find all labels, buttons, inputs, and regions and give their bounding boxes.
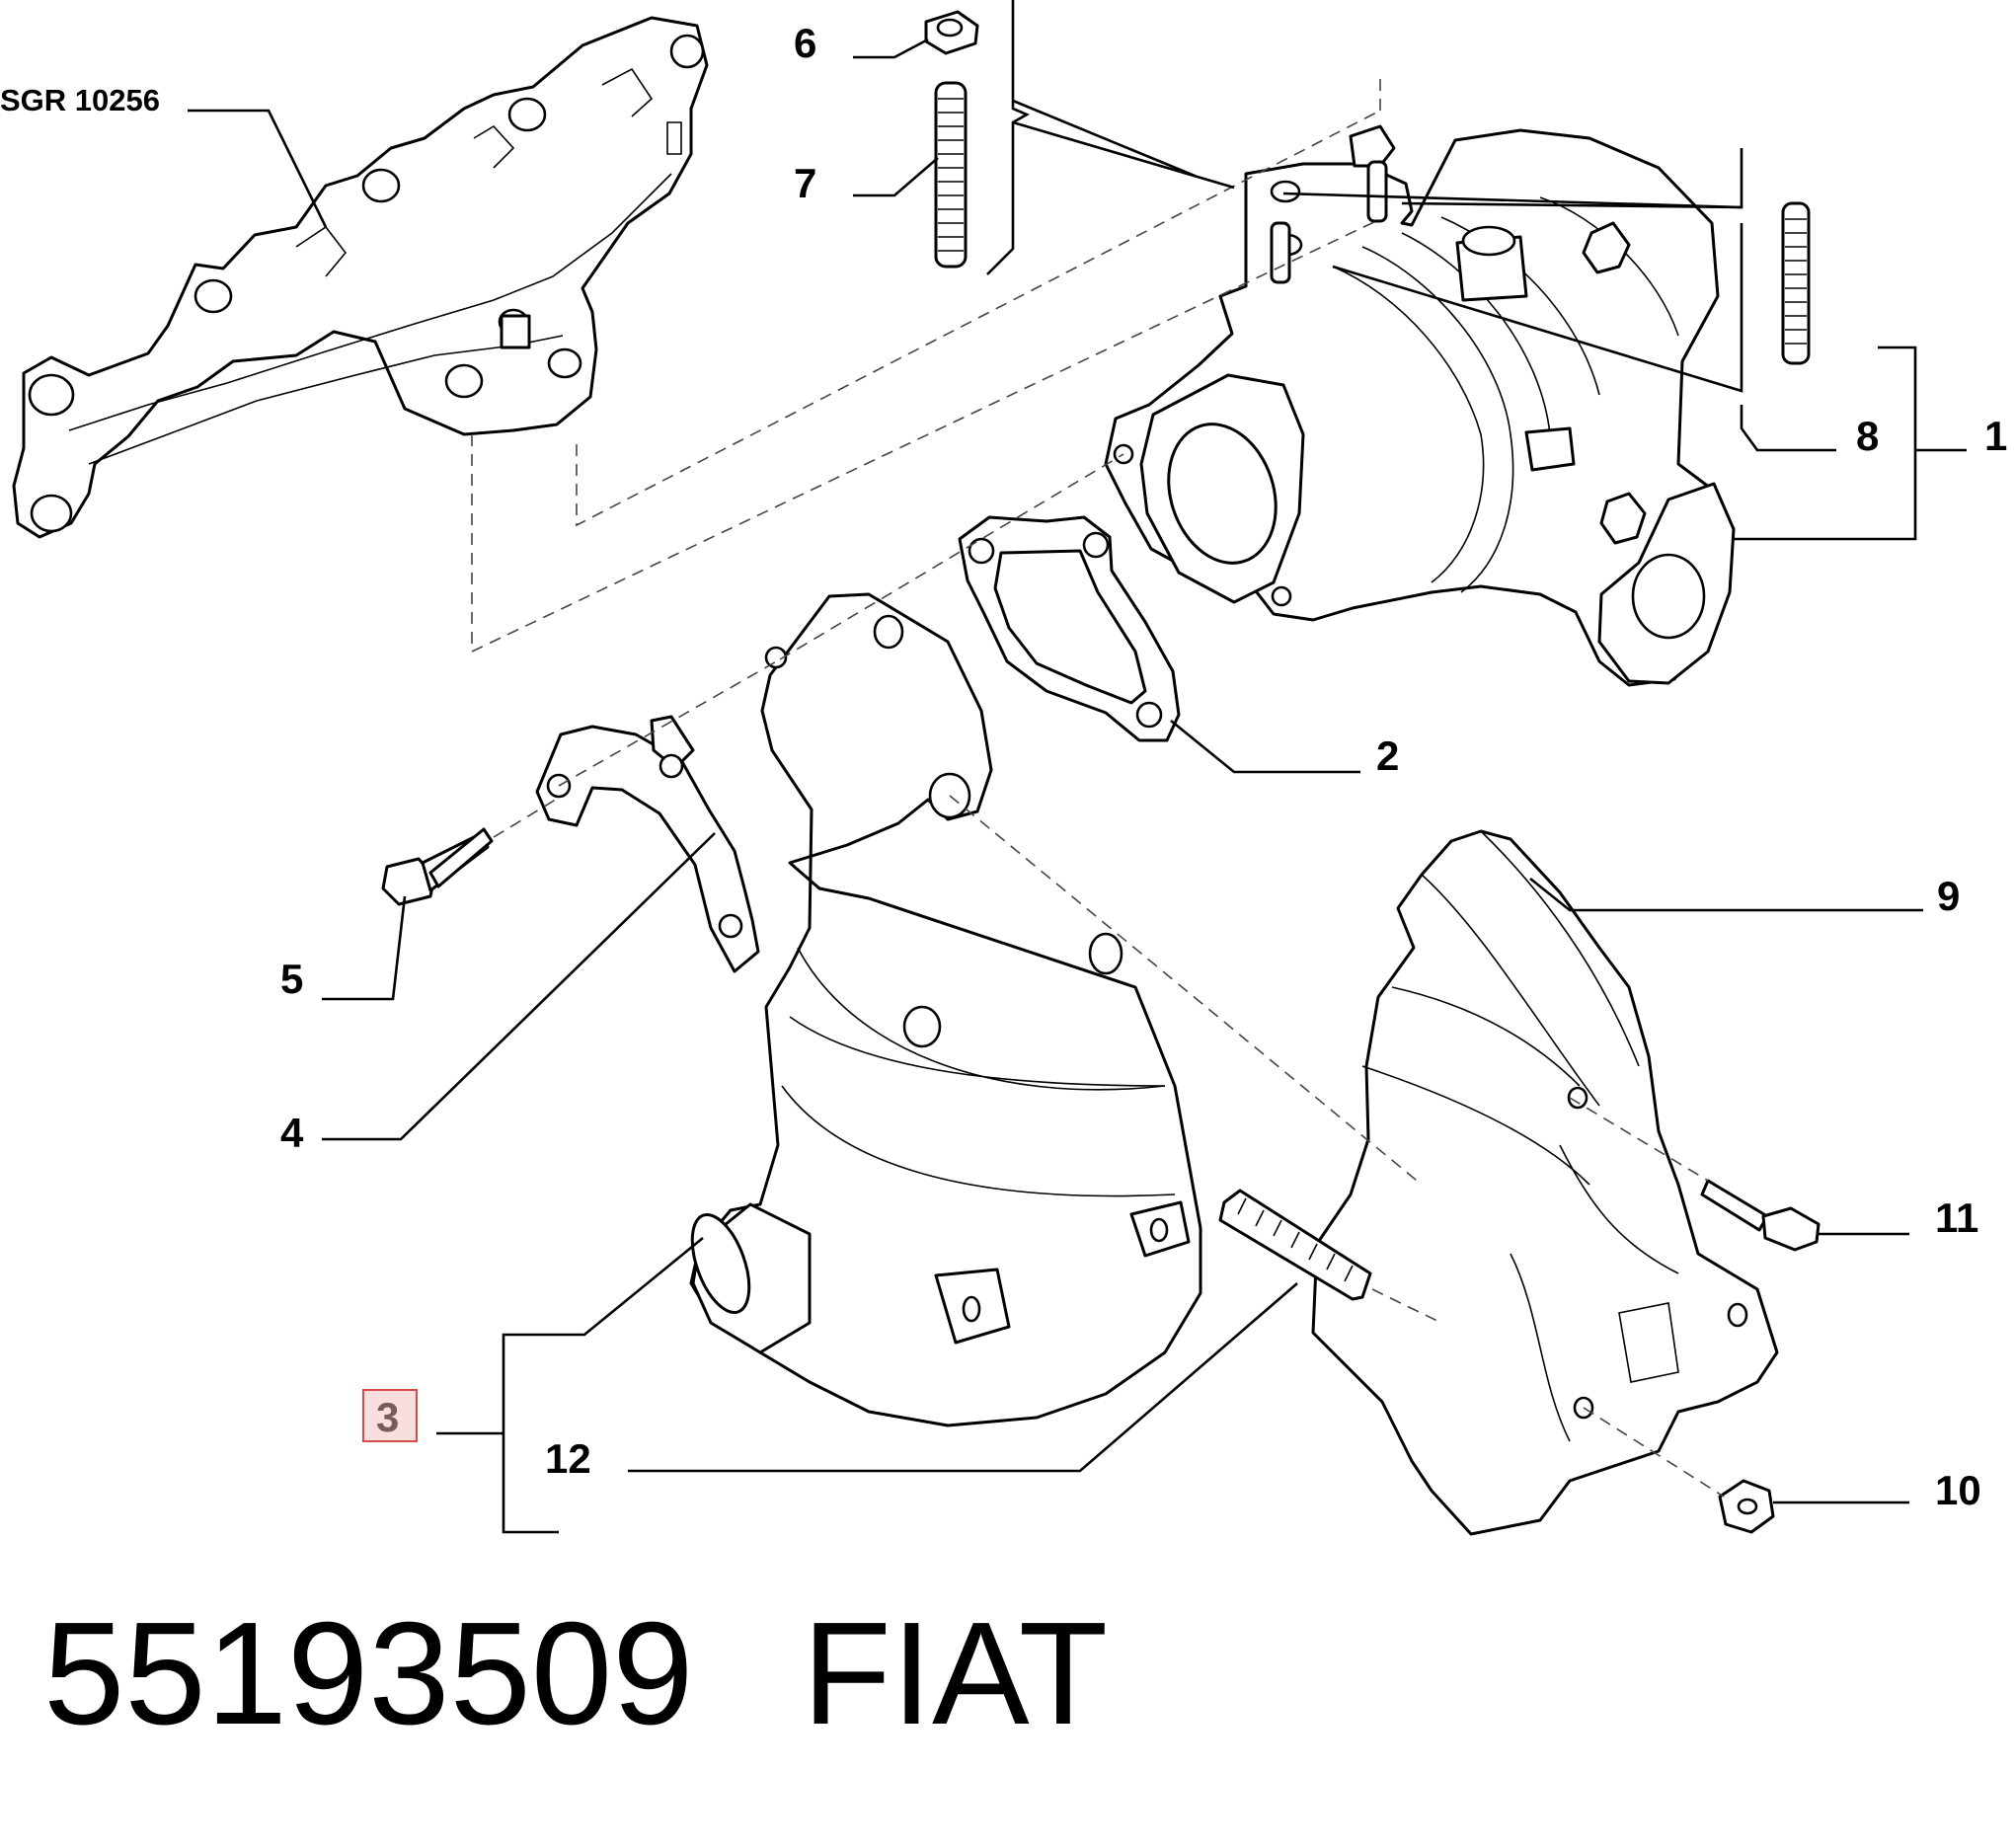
callout-1: 1 (1984, 413, 2007, 459)
catalytic-converter-drawing (689, 592, 1202, 1427)
brand-name: FIAT (802, 1592, 1109, 1755)
stud-part-8-drawing (1781, 201, 1811, 365)
callout-2: 2 (1376, 732, 1399, 779)
turbocharger-drawing (1104, 124, 1736, 687)
part-number: 55193509 (43, 1592, 694, 1755)
nut-part-10-drawing (1718, 1479, 1775, 1534)
reference-sgr-label: SGR 10256 (0, 83, 160, 117)
gasket-part-2-drawing (958, 515, 1181, 742)
bolt-part-5-drawing (381, 827, 494, 906)
bolt-part-11-drawing (1700, 1179, 1820, 1252)
callout-12: 12 (545, 1435, 591, 1482)
callout-11: 11 (1935, 1194, 1978, 1241)
callout-9: 9 (1937, 873, 1960, 919)
callout-7: 7 (794, 160, 816, 206)
stud-part-7-drawing (934, 81, 968, 269)
assembly-dashed-lines (471, 79, 1725, 1498)
callout-6: 6 (794, 20, 816, 66)
stud-part-12-drawing (1218, 1189, 1372, 1301)
callout-8: 8 (1856, 413, 1879, 459)
clamp-part-4-drawing (535, 715, 760, 973)
heat-shield-part-9-drawing (1311, 829, 1779, 1536)
callout-leader-lines (188, 0, 1967, 1534)
callout-10: 10 (1935, 1467, 1981, 1513)
callout-5: 5 (280, 956, 303, 1002)
callout-4: 4 (280, 1110, 304, 1156)
exhaust-manifold-drawing (12, 16, 709, 539)
callout-3: 3 (376, 1394, 399, 1440)
highlighted-callout-3[interactable]: 3 (362, 1389, 418, 1442)
nut-part-6-drawing (924, 10, 979, 55)
